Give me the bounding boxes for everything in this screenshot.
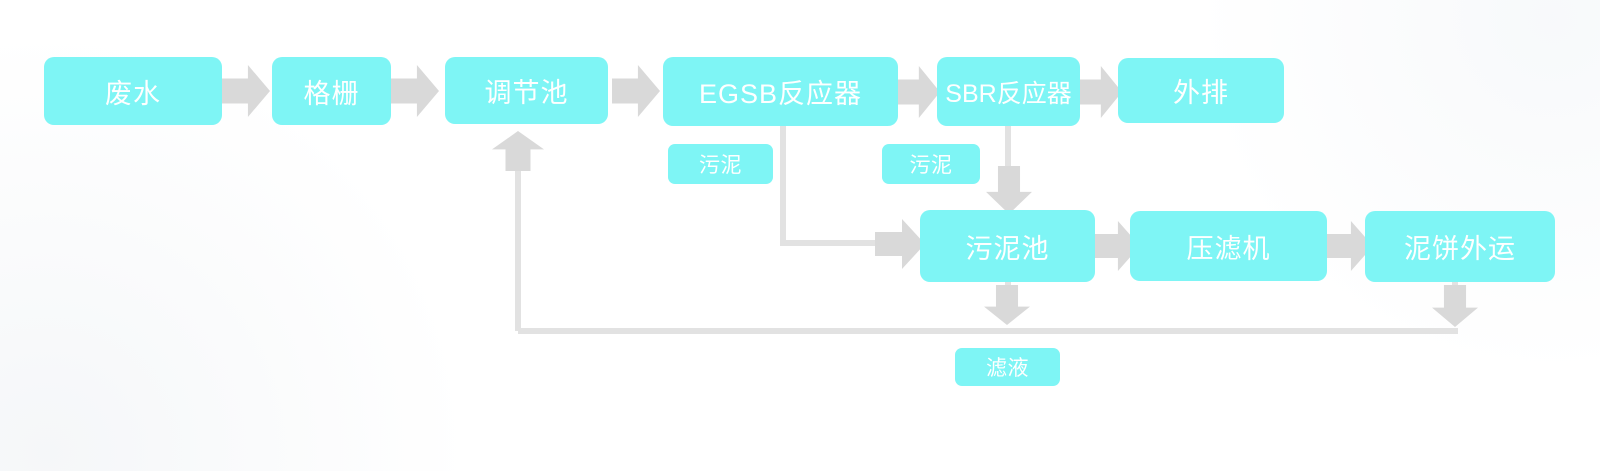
- arrow-wastewater-to-grille: [222, 65, 270, 117]
- connector-sbr-vertical: [1005, 124, 1011, 172]
- arrow-sludge-tank-filtrate-down: [984, 285, 1030, 325]
- node-egsb-reactor-label: EGSB反应器: [698, 79, 863, 109]
- node-wastewater-label: 废水: [105, 78, 161, 109]
- node-sludge-tank[interactable]: 污泥池: [920, 210, 1095, 282]
- arrow-mudcake-to-return-line: [1432, 285, 1478, 327]
- node-sludge-tank-label: 污泥池: [965, 233, 1050, 264]
- tag-filtrate[interactable]: 滤液: [955, 348, 1060, 386]
- arrow-sbr-to-discharge: [1076, 66, 1122, 118]
- arrow-return-to-regulating-tank: [492, 131, 544, 171]
- node-sbr-reactor[interactable]: SBR反应器: [937, 57, 1080, 126]
- arrow-egsb-sludge-to-sludge-tank: [875, 219, 925, 269]
- node-grille[interactable]: 格栅: [272, 57, 391, 125]
- tag-sludge-from-sbr-label: 污泥: [909, 154, 953, 177]
- node-filter-press-label: 压滤机: [1186, 233, 1271, 264]
- tag-sludge-from-sbr[interactable]: 污泥: [882, 144, 980, 184]
- arrow-regulating-tank-to-egsb: [612, 65, 660, 117]
- node-filter-press[interactable]: 压滤机: [1130, 211, 1327, 281]
- tag-sludge-from-egsb-label: 污泥: [699, 154, 742, 177]
- node-mudcake-transport[interactable]: 泥饼外运: [1365, 211, 1555, 282]
- node-wastewater[interactable]: 废水: [44, 57, 222, 125]
- arrow-grille-to-regulating-tank: [391, 65, 439, 117]
- node-regulating-tank-label: 调节池: [484, 78, 569, 108]
- node-discharge[interactable]: 外排: [1118, 58, 1284, 123]
- arrow-sbr-sludge-to-sludge-tank: [986, 166, 1032, 214]
- arrow-egsb-to-sbr: [894, 66, 940, 118]
- connector-return-vertical: [515, 158, 521, 331]
- node-egsb-reactor[interactable]: EGSB反应器: [663, 57, 898, 126]
- connector-return-horizontal: [518, 328, 1458, 334]
- connector-egsb-horizontal: [780, 240, 890, 246]
- node-sbr-reactor-label: SBR反应器: [945, 79, 1072, 108]
- node-grille-label: 格栅: [303, 78, 360, 109]
- tag-filtrate-label: 滤液: [986, 357, 1029, 380]
- tag-sludge-from-egsb[interactable]: 污泥: [668, 144, 773, 184]
- node-discharge-label: 外排: [1173, 78, 1229, 108]
- node-regulating-tank[interactable]: 调节池: [445, 57, 608, 124]
- connector-egsb-vertical: [780, 124, 786, 246]
- node-mudcake-transport-label: 泥饼外运: [1404, 234, 1516, 264]
